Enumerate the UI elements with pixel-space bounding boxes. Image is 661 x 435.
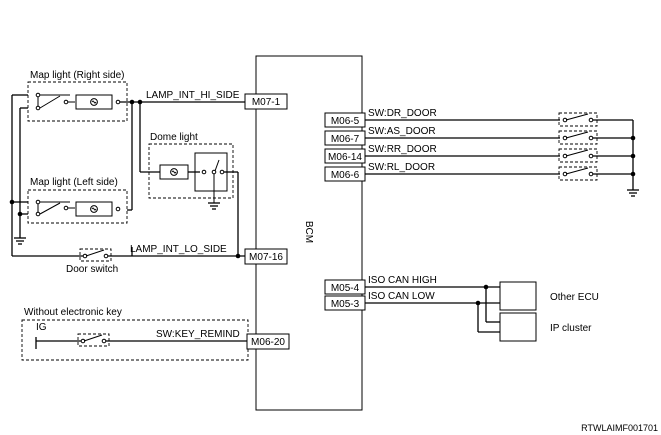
signal-lamp-int-lo-side: LAMP_INT_LO_SIDE bbox=[130, 244, 227, 255]
pin-m06-6-label: M06-6 bbox=[331, 170, 360, 181]
ig-label: IG bbox=[36, 322, 47, 333]
pin-m07-1 bbox=[244, 93, 288, 110]
pin-m06-5-label: M06-5 bbox=[331, 116, 360, 127]
signal-iso-can-high: ISO CAN HIGH bbox=[368, 275, 437, 286]
pin-m05-4-label: M05-4 bbox=[331, 283, 360, 294]
signal-lamp-int-hi-side: LAMP_INT_HI_SIDE bbox=[146, 90, 240, 101]
ip-cluster-box bbox=[499, 312, 537, 342]
pin-m06-20 bbox=[246, 333, 290, 350]
door-switch-rr-icon bbox=[558, 148, 598, 163]
map-light-right-switch bbox=[35, 92, 75, 111]
ground-icon bbox=[627, 189, 639, 197]
dome-light-label: Dome light bbox=[150, 132, 198, 143]
key-switch-icon bbox=[77, 333, 110, 347]
pin-m06-7-label: M06-7 bbox=[331, 134, 360, 145]
without-electronic-key-label: Without electronic key bbox=[24, 307, 122, 318]
dome-light-bulb-icon bbox=[159, 164, 189, 180]
map-light-left-label: Map light (Left side) bbox=[30, 177, 118, 188]
dome-light-switch bbox=[194, 152, 228, 195]
signal-sw-rl-door: SW:RL_DOOR bbox=[368, 162, 435, 173]
pin-m07-16 bbox=[244, 248, 288, 265]
signal-sw-dr-door: SW:DR_DOOR bbox=[368, 108, 437, 119]
pin-m05-3-label: M05-3 bbox=[331, 299, 360, 310]
ip-cluster-label: IP cluster bbox=[550, 323, 592, 334]
map-light-right-bulb-icon bbox=[75, 94, 113, 110]
other-ecu-box bbox=[499, 281, 537, 311]
map-light-right-frame bbox=[27, 81, 128, 122]
other-ecu-label: Other ECU bbox=[550, 292, 599, 303]
pin-m07-1-label: M07-1 bbox=[252, 97, 281, 108]
signal-sw-as-door: SW:AS_DOOR bbox=[368, 126, 436, 137]
signal-sw-rr-door: SW:RR_DOOR bbox=[368, 144, 437, 155]
pin-m07-16-label: M07-16 bbox=[249, 252, 283, 263]
door-switch-rl-icon bbox=[558, 166, 598, 181]
signal-iso-can-low: ISO CAN LOW bbox=[368, 291, 435, 302]
figure-id: RTWLAIMF001701 bbox=[581, 423, 658, 433]
ground-icon bbox=[208, 195, 220, 210]
map-light-left-bulb-icon bbox=[75, 201, 113, 217]
pin-m06-20-label: M06-20 bbox=[251, 337, 285, 348]
pin-m06-14-label: M06-14 bbox=[328, 152, 362, 163]
dome-light-frame bbox=[148, 143, 234, 199]
door-switch-icon bbox=[79, 248, 112, 262]
ground-icon bbox=[14, 237, 26, 245]
without-electronic-key-frame bbox=[21, 319, 249, 361]
map-light-left-switch bbox=[35, 199, 75, 217]
map-light-left-frame bbox=[27, 189, 128, 224]
bcm-label: BCM bbox=[303, 221, 314, 243]
map-light-right-label: Map light (Right side) bbox=[30, 70, 124, 81]
door-switch-dr-icon bbox=[558, 112, 598, 127]
door-switch-as-icon bbox=[558, 130, 598, 145]
signal-sw-key-remind: SW:KEY_REMIND bbox=[156, 329, 240, 340]
door-switch-label: Door switch bbox=[66, 264, 118, 275]
